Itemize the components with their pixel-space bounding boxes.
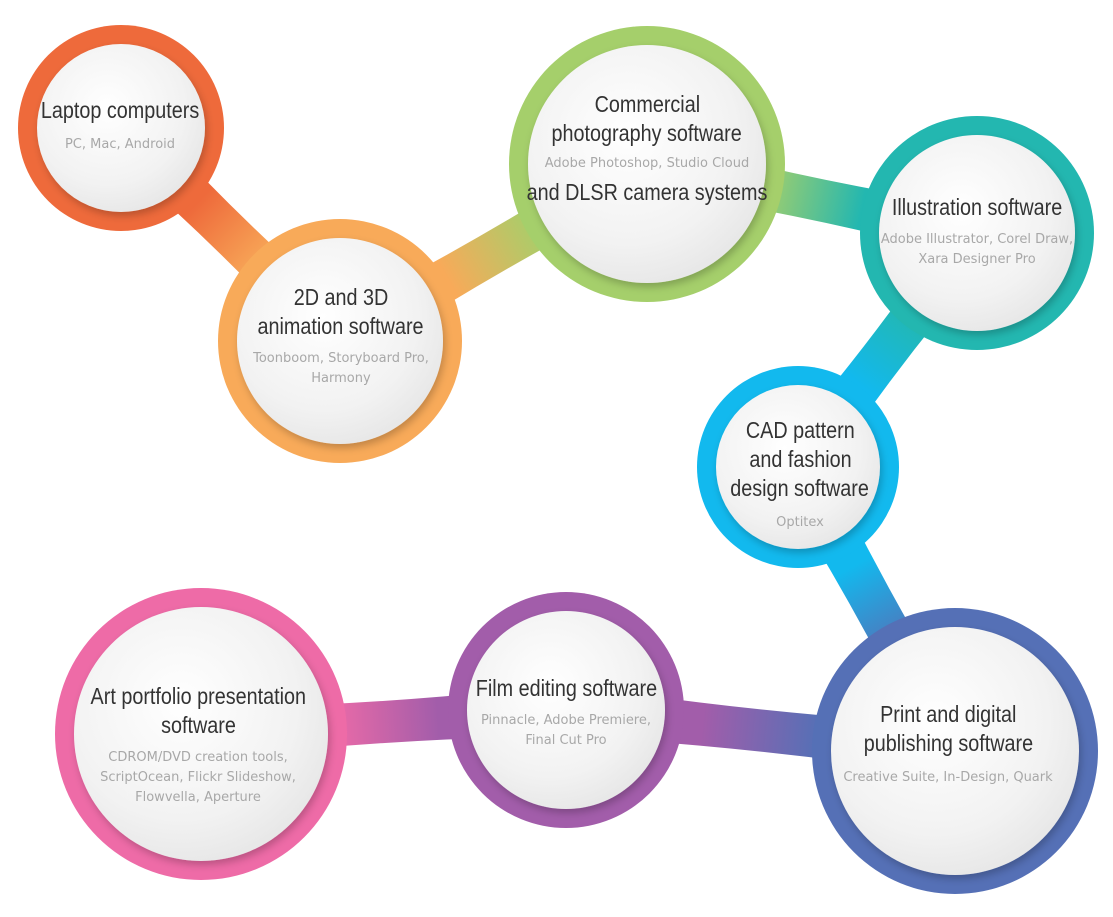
node-subtitle-line: PC, Mac, Android (64, 137, 176, 152)
node-subtitle-line: Toonboom, Storyboard Pro, (253, 351, 429, 366)
circle-inner (467, 611, 665, 809)
node-subtitle-line: ScriptOcean, Flickr Slideshow, (100, 770, 296, 785)
node-title-line: Laptop computers (40, 97, 200, 123)
circle-cad (697, 366, 899, 568)
circle-publishing (812, 608, 1098, 894)
circle-illustration (860, 116, 1094, 350)
node-title-line: software (160, 712, 236, 738)
node-laptop-computers: Laptop computers PC, Mac, Android (30, 96, 210, 155)
node-title-line: design software (730, 475, 870, 501)
node-subtitle-line: Final Cut Pro (525, 733, 607, 748)
node-subtitle-line: Pinnacle, Adobe Premiere, (480, 713, 651, 728)
node-title-line: Print and digital (879, 701, 1017, 727)
node-title-line: and fashion (748, 446, 852, 472)
circle-inner (237, 238, 443, 444)
node-title-line: Commercial (594, 91, 700, 117)
node-subtitle-line: Creative Suite, In-Design, Quark (843, 770, 1053, 785)
circle-inner (74, 607, 328, 861)
node-art-portfolio-software: Art portfolio presentation software CDRO… (68, 682, 328, 808)
node-subtitle-line: Harmony (311, 371, 371, 386)
circle-inner (37, 44, 205, 212)
node-title-line: Illustration software (891, 194, 1063, 220)
circle-laptop (18, 25, 224, 231)
circles-layer (18, 25, 1098, 894)
node-subtitle-line: CDROM/DVD creation tools, (108, 750, 288, 765)
node-animation-software: 2D and 3D animation software Toonboom, S… (226, 283, 456, 389)
node-title-line: animation software (257, 313, 425, 339)
node-title-line: Film editing software (475, 675, 657, 701)
node-photography-software: Commercial photography software Adobe Ph… (517, 90, 777, 207)
circle-inner (528, 45, 766, 283)
circle-portfolio (55, 588, 347, 880)
circle-inner (831, 627, 1079, 875)
circle-inner (716, 385, 880, 549)
node-subtitle-line: Flowvella, Aperture (135, 790, 261, 805)
node-illustration-software: Illustration software Adobe Illustrator,… (862, 193, 1092, 270)
node-cad-software: CAD pattern and fashion design software … (700, 416, 900, 533)
node-subtitle-line: Xara Designer Pro (918, 252, 1036, 267)
node-subtitle-line: Adobe Illustrator, Corel Draw, (880, 232, 1074, 247)
node-title-line: Art portfolio presentation (90, 683, 306, 709)
node-title-line: photography software (551, 120, 743, 146)
circle-inner (879, 135, 1075, 331)
node-publishing-software: Print and digital publishing software Cr… (820, 700, 1076, 788)
circle-film (448, 592, 684, 828)
node-title-line: CAD pattern (745, 417, 855, 443)
circle-animation (218, 219, 462, 463)
node-title-line: 2D and 3D (293, 284, 389, 310)
node-film-editing-software: Film editing software Pinnacle, Adobe Pr… (446, 674, 686, 751)
node-title-line: publishing software (863, 730, 1033, 756)
node-subtitle-line: Adobe Photoshop, Studio Cloud (544, 156, 750, 171)
node-title-line: and DLSR camera systems (526, 179, 768, 205)
circle-photography (509, 26, 785, 302)
node-subtitle-line: Optitex (776, 515, 824, 530)
